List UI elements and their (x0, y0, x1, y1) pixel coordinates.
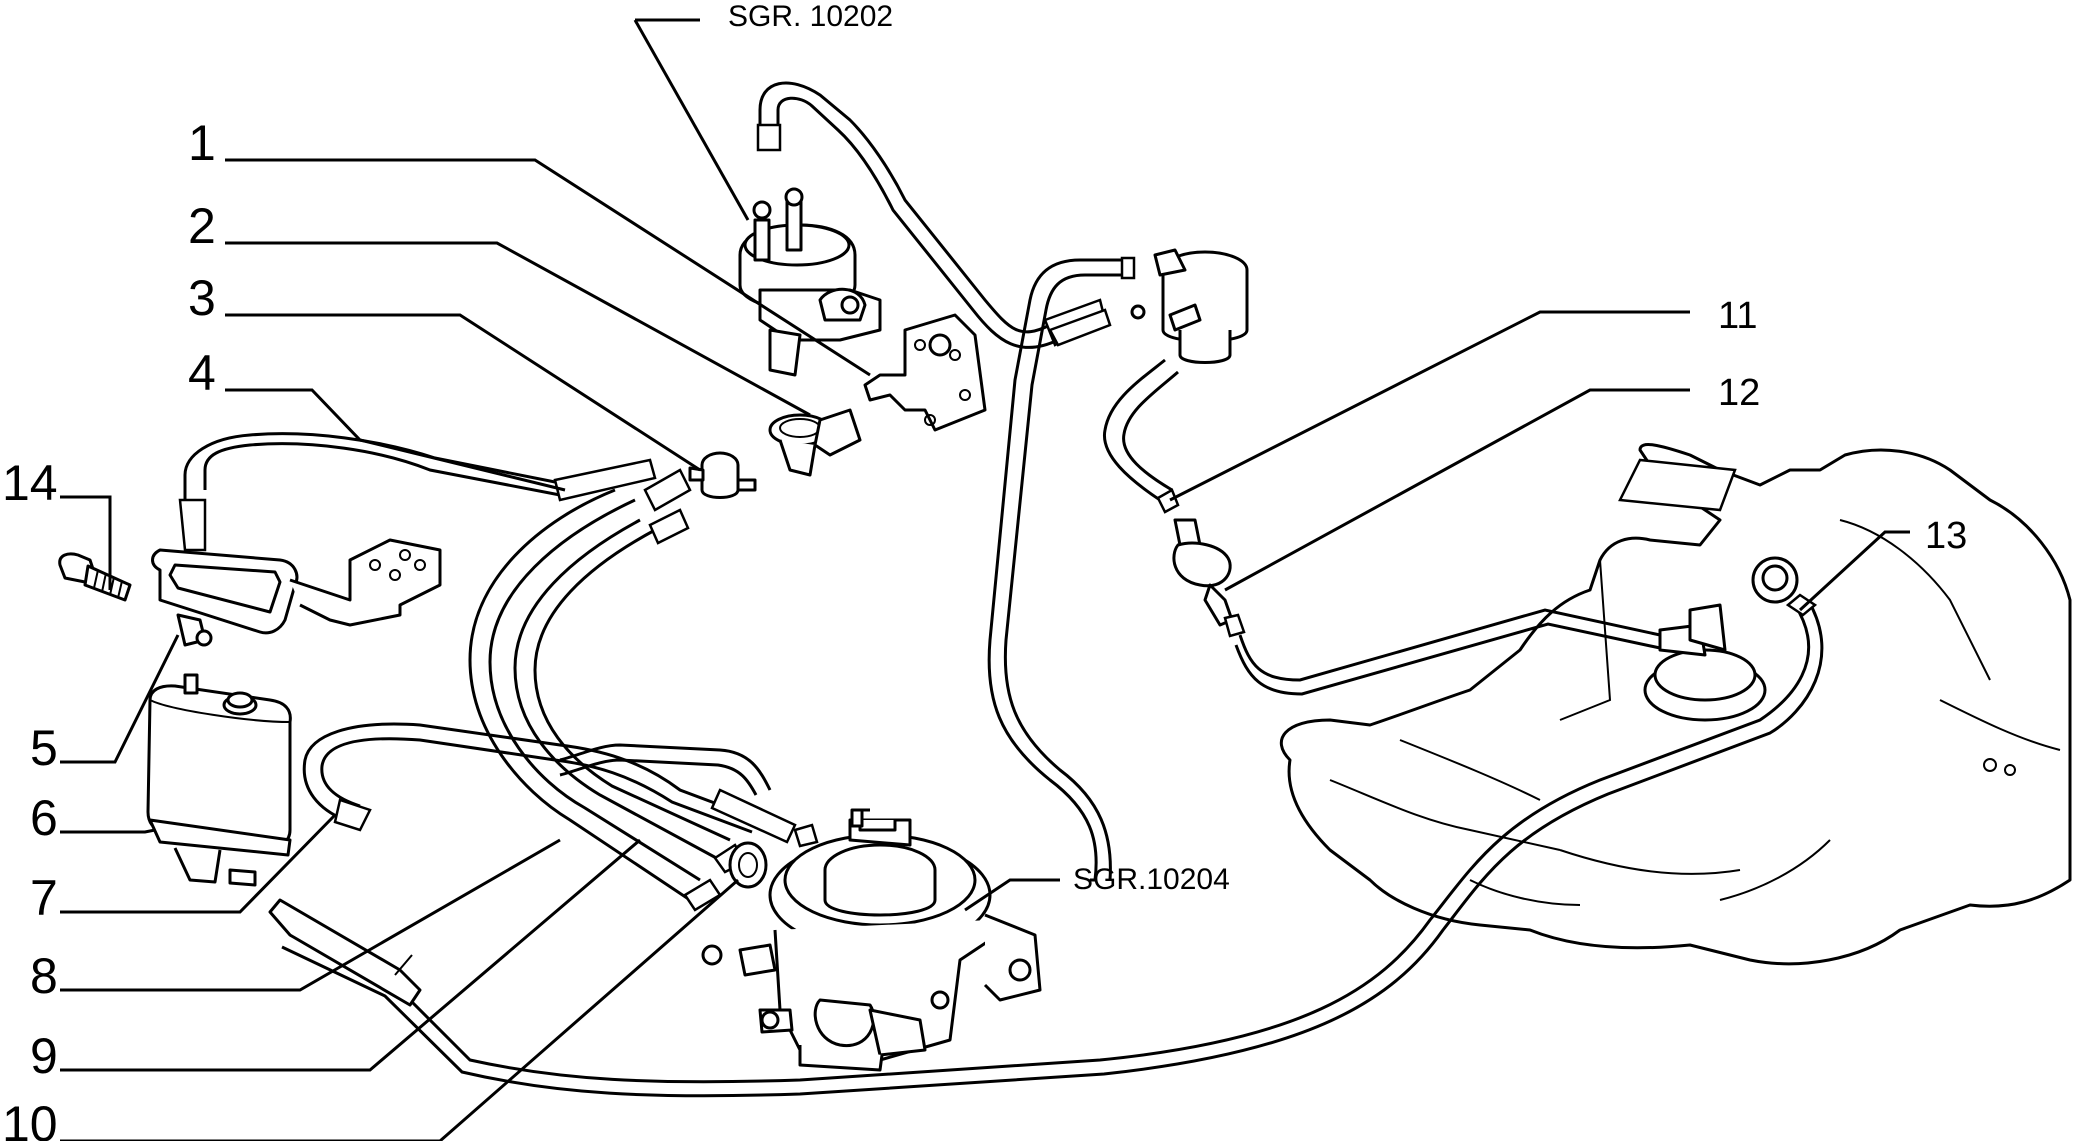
callout-5: 5 (30, 720, 58, 776)
callout-11: 11 (1718, 295, 1757, 337)
fuel-tank (1234, 443, 2072, 966)
callout-3: 3 (188, 270, 216, 326)
hose-9 (559, 743, 772, 796)
callout-4: 4 (188, 345, 216, 401)
hose-bundle (468, 468, 747, 912)
bolt-14 (58, 552, 132, 602)
callout-12: 12 (1718, 372, 1760, 414)
callout-9: 9 (30, 1028, 58, 1084)
callout-8: 8 (30, 948, 58, 1004)
callout-2: 2 (188, 198, 216, 254)
long-return-pipe (268, 593, 1824, 1098)
charcoal-canister (146, 673, 292, 887)
callout-1: 1 (188, 115, 216, 171)
fuel-pump (738, 187, 882, 377)
hose-8 (302, 722, 797, 844)
callout-6: 6 (30, 790, 58, 846)
ref-fuel-pump: SGR. 10202 (728, 0, 893, 33)
callout-7: 7 (30, 870, 58, 926)
spacer-10 (728, 823, 819, 889)
bracket-1 (863, 313, 987, 432)
clamp-2 (768, 408, 862, 477)
leader-lines (60, 18, 1910, 1141)
hose-11 (1102, 358, 1180, 514)
callout-labels: 1 2 3 4 5 6 7 8 9 10 11 12 13 14 SGR. 10… (2, 0, 1967, 1141)
hose-4 (178, 432, 657, 552)
ref-carburettor: SGR.10204 (1073, 863, 1230, 896)
inline-filter-12 (1172, 518, 1246, 638)
canister-bracket (151, 538, 442, 647)
check-valve-3 (688, 451, 757, 499)
callout-14: 14 (2, 455, 58, 511)
vapour-separator (987, 248, 1249, 882)
callout-13: 13 (1925, 515, 1967, 557)
carburettor (701, 808, 1042, 1072)
callout-10: 10 (2, 1096, 58, 1141)
